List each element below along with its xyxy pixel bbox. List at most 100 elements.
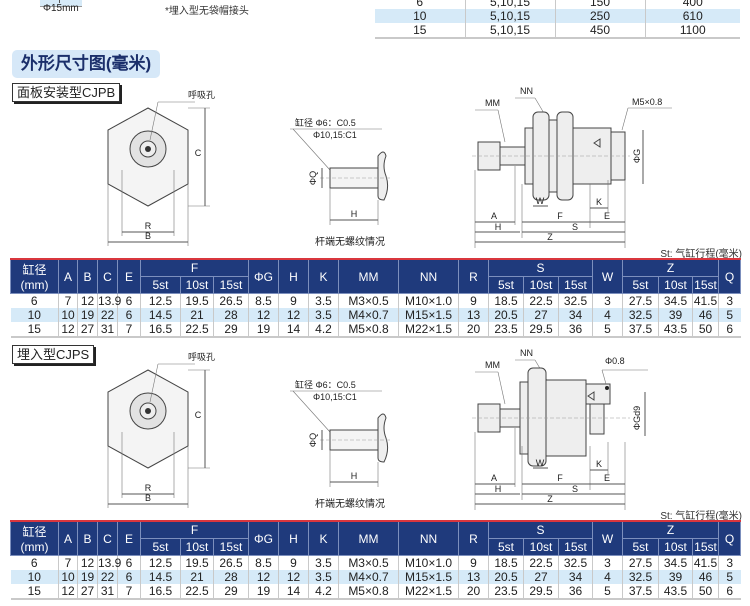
table-cell: 27.5 <box>622 555 660 570</box>
table-cell: 22.5 <box>523 555 559 570</box>
breath-hole-label: 呼吸孔 <box>188 90 215 100</box>
table-cell: M3×0.5 <box>338 555 399 570</box>
dim-B-label: B <box>145 493 151 503</box>
table-cell: 22 <box>97 308 118 322</box>
spec-cell: 1100 <box>679 23 706 37</box>
table-cell: 14.5 <box>140 570 181 584</box>
table-cell: 15 <box>10 322 59 337</box>
table-cell: 9 <box>278 293 309 308</box>
table-cell: 27 <box>77 584 98 599</box>
header-col: ΦG <box>248 520 279 556</box>
table-cell: M5×0.8 <box>338 584 399 599</box>
header-stroke-10st: 10st <box>523 276 559 294</box>
table-cell: 14.5 <box>140 308 181 322</box>
table-cell: 6 <box>117 570 141 584</box>
table-cell: M15×1.5 <box>398 308 459 322</box>
dim-R-label: R <box>145 221 152 231</box>
table-cell: 34.5 <box>658 555 694 570</box>
rod-flange <box>377 413 389 463</box>
table-cell: 50 <box>692 584 720 599</box>
table-cell: M5×0.8 <box>338 322 399 337</box>
table-cell: 27 <box>523 308 559 322</box>
dim-R-label: R <box>145 483 152 493</box>
chamfer-label-1: 缸径 Φ6：C0.5 <box>295 117 356 128</box>
header-stroke-15st: 15st <box>557 276 594 294</box>
table-cell: M15×1.5 <box>398 570 459 584</box>
table-cell: 19.5 <box>180 293 214 308</box>
spec-cell: 400 <box>682 0 703 9</box>
table-cell: 6 <box>726 584 734 598</box>
dim-H-label: H <box>495 222 502 232</box>
table-cell: 12 <box>248 308 279 322</box>
table-cell: 4 <box>592 570 624 584</box>
table-cell: 4 <box>592 308 624 322</box>
table-cell: 7 <box>58 555 78 570</box>
table-cell: 32.5 <box>622 308 660 322</box>
dim-A-label: A <box>491 473 497 483</box>
dim-K-label: K <box>596 459 602 469</box>
header-stroke-15st: 15st <box>692 538 720 556</box>
table-cell: 8.5 <box>248 293 279 308</box>
header-bore-unit: (mm) <box>20 540 49 554</box>
header-col: ΦG <box>248 258 279 294</box>
table-cell: 3.5 <box>308 570 339 584</box>
table-cell: 18.5 <box>488 555 524 570</box>
header-stroke-5st: 5st <box>622 276 660 294</box>
header-col: E <box>117 258 141 294</box>
table-cell: 12 <box>77 555 98 570</box>
rod-flange <box>377 151 389 201</box>
table-cell: 37.5 <box>622 584 660 599</box>
table-cell: 50 <box>692 322 720 337</box>
header-s: S <box>487 520 594 539</box>
spec-cell: 15 <box>375 23 466 38</box>
header-stroke-5st: 5st <box>488 538 524 556</box>
bore-size-fragment: 15 Φ15mm <box>40 0 82 14</box>
table-cell: 31 <box>97 584 118 599</box>
table-cell: 22.5 <box>180 584 214 599</box>
dim-H-label-rod: H <box>351 471 358 481</box>
table-cell: 5 <box>592 584 624 599</box>
table-cell: 31 <box>97 322 118 337</box>
spec-cell: 5,10,15 <box>465 23 556 38</box>
header-col: K <box>308 258 339 294</box>
table-cell: 6 <box>117 555 141 570</box>
dim-A-label: A <box>491 211 497 221</box>
front-view: 呼吸孔 R B C <box>107 352 215 508</box>
breath-hole-label: 呼吸孔 <box>188 352 215 362</box>
table-cell: 39 <box>658 308 694 322</box>
table-cell: 34 <box>558 308 594 322</box>
table-cell: 34 <box>558 570 594 584</box>
table-cell: 20 <box>458 584 489 599</box>
table-cell: 3.5 <box>308 308 339 322</box>
port-label: M5×0.8 <box>632 97 662 107</box>
table-cell: 23.5 <box>488 584 524 599</box>
dim-C-label: C <box>195 148 202 158</box>
table-cell: 5 <box>592 322 624 337</box>
dim-W-label: W <box>536 196 545 206</box>
header-bore: 缸径(mm) <box>10 520 59 556</box>
table-cell: 36 <box>558 322 594 337</box>
header-bore: 缸径(mm) <box>10 258 59 294</box>
dim-G-label: ΦGd9 <box>632 406 642 430</box>
table-cell: 21 <box>180 570 214 584</box>
header-f: F <box>140 520 249 539</box>
table-cell: 20 <box>458 322 489 337</box>
dim-C-label: C <box>195 410 202 420</box>
dim-Z-label: Z <box>547 232 553 242</box>
table-cell: 5 <box>718 308 741 322</box>
spec-cell: 5,10,15 <box>465 0 556 9</box>
spec-cell: 6 <box>375 0 466 9</box>
table-cell: 29.5 <box>523 322 559 337</box>
table-cell: 6 <box>117 308 141 322</box>
table-cell: 21 <box>180 308 214 322</box>
table-cell: 13.9 <box>97 555 122 570</box>
